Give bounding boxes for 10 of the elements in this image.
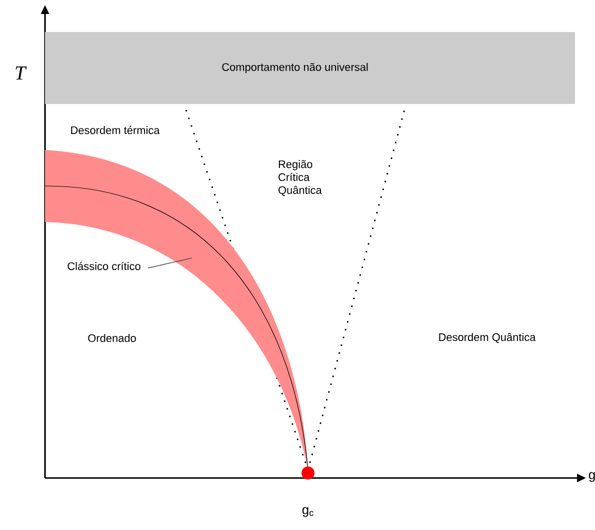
region-label: Ordenado xyxy=(88,334,136,342)
axis-label: T xyxy=(16,66,27,80)
leader-line xyxy=(148,258,192,268)
region-label: Desordem Quântica xyxy=(439,332,536,343)
region-label: Desordem térmica xyxy=(71,126,160,134)
region-label: Região Crítica Quântica xyxy=(278,160,322,196)
header-band: Comportamento não universal xyxy=(45,32,575,104)
axis-label: g xyxy=(588,472,595,482)
region-label: Clássico crítico xyxy=(68,262,140,270)
tick-label: g$_{c}$ xyxy=(302,507,314,517)
